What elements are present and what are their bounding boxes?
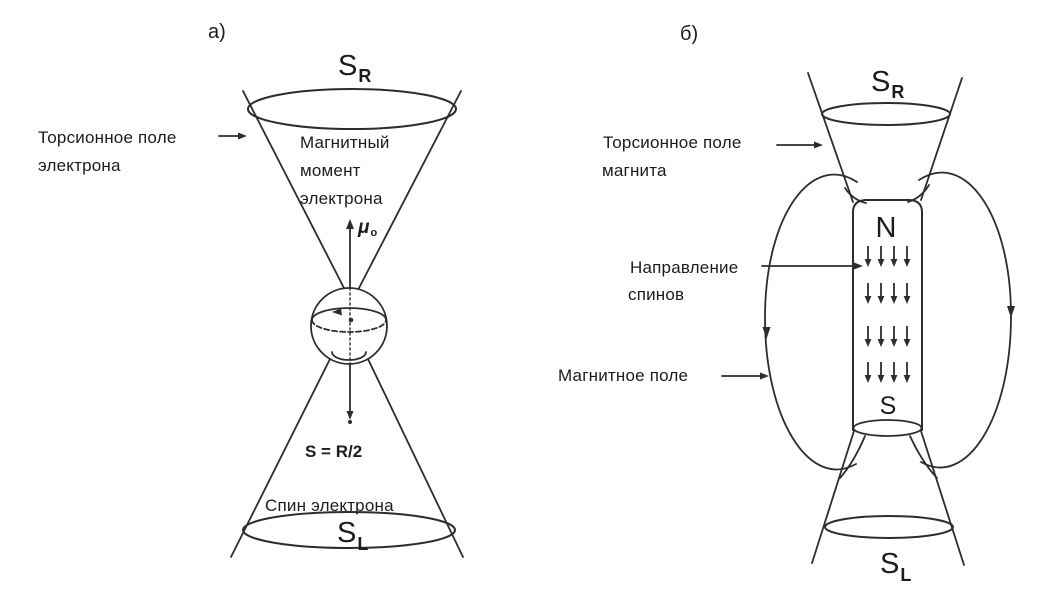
panel-a-sl-label: SL xyxy=(337,517,368,554)
panel-a-mu-subscript: o xyxy=(370,227,377,239)
panel-b-sr-main: S xyxy=(871,66,890,98)
panel-b-bottom-left-fillet xyxy=(839,435,866,479)
panel-a-bottom-cone-ellipse xyxy=(242,511,456,549)
panel-a-up-arrowhead-icon xyxy=(346,219,354,229)
panel-a-sr-main: S xyxy=(338,50,357,82)
panel-a-sl-sub: L xyxy=(357,534,368,554)
panel-a-tag: а) xyxy=(208,21,226,43)
panel-a-top-cone-ellipse xyxy=(247,88,457,130)
panel-a-magnetic-moment-line2: момент xyxy=(300,161,361,180)
panel-b-bottom-cone-left-line xyxy=(811,430,855,564)
panel-b-bottom-right-fillet xyxy=(909,435,938,479)
panel-b-bottom-cone-ellipse xyxy=(824,515,954,539)
panel-b-sl-main: S xyxy=(880,548,899,580)
panel-a-sphere-center-dot xyxy=(348,317,354,323)
panel-b-sl-label: SL xyxy=(880,548,911,585)
panel-a-top-cone-left-line xyxy=(242,90,345,289)
panel-a-torsion-label-line2: электрона xyxy=(38,156,121,175)
panel-b-tag: б) xyxy=(680,23,698,45)
panel-b-top-cone-left-line xyxy=(807,72,854,203)
panel-b-field-loop-right xyxy=(918,171,1012,469)
panel-b-top-left-fillet xyxy=(844,187,867,204)
panel-a-sr-sub: R xyxy=(358,66,371,86)
panel-b-bottom-cone-right-line xyxy=(920,430,965,566)
panel-a-sr-label: SR xyxy=(338,50,371,86)
panel-b-magnetic-field-label: Магнитное поле xyxy=(558,366,688,385)
panel-b-spin-direction-label-line1: Направление xyxy=(630,258,738,277)
panel-b-top-cone-ellipse xyxy=(821,102,951,126)
panel-b-magnet-body xyxy=(852,199,923,431)
panel-a-sphere-bottom-arc xyxy=(331,351,367,361)
panel-b-south-pole: S xyxy=(880,392,897,420)
panel-a-torsion-label-line1: Торсионное поле xyxy=(38,128,177,147)
panel-b-sr-label: SR xyxy=(871,66,904,102)
panel-a-electron-sphere xyxy=(310,287,388,365)
panel-b-sr-sub: R xyxy=(891,82,904,102)
panel-b-magnetic-field-pointer-arrowhead-icon xyxy=(760,372,769,380)
panel-b-top-cone-right-line xyxy=(920,77,963,201)
panel-b-magnet-diagram: б) SR N S SL xyxy=(558,23,1015,585)
panel-b-field-loop-left-arrowhead-icon xyxy=(762,327,771,339)
panel-a-equator-back xyxy=(311,307,387,321)
panel-a-spin-formula: S = R/2 xyxy=(305,442,362,461)
panel-a-down-arrowhead-icon xyxy=(346,411,354,420)
panel-a-electron-diagram: а) SR Магнитный момент электрона μo S xyxy=(38,21,464,558)
panel-b-spin-direction-pointer-arrowhead-icon xyxy=(854,262,863,270)
panel-a-equator-front xyxy=(311,319,387,333)
panel-b-magnet-bottom-ellipse xyxy=(852,419,923,437)
panel-a-top-cone-right-line xyxy=(358,90,462,289)
panel-a-mu-symbol: μ xyxy=(357,217,370,238)
panel-b-north-pole: N xyxy=(876,212,897,244)
panel-a-electron-spin-label: Спин электрона xyxy=(265,496,394,515)
panel-b-spin-direction-label-line2: спинов xyxy=(628,285,684,304)
panel-b-spin-arrows xyxy=(863,245,912,384)
panel-b-top-right-fillet xyxy=(907,184,930,203)
panel-a-sl-main: S xyxy=(337,517,356,549)
panel-b-field-loop-right-arrowhead-icon xyxy=(1007,306,1015,318)
panel-a-magnetic-moment-line3: электрона xyxy=(300,189,383,208)
panel-b-field-loop-left xyxy=(764,173,858,471)
panel-a-mu-label: μo xyxy=(357,217,377,239)
panel-a-magnetic-moment-line1: Магнитный xyxy=(300,133,390,152)
panel-a-torsion-pointer-arrowhead-icon xyxy=(238,132,247,140)
panel-b-sl-sub: L xyxy=(900,565,911,585)
panel-b-torsion-label-line1: Торсионное поле xyxy=(603,133,742,152)
panel-b-torsion-label-line2: магнита xyxy=(602,161,667,180)
panel-a-axis-end-dot xyxy=(348,420,352,424)
panel-a-bottom-cone-right-line xyxy=(367,358,464,558)
panel-a-equator-rotation-arrowhead-icon xyxy=(332,308,342,316)
panel-b-torsion-pointer-arrowhead-icon xyxy=(814,141,823,149)
